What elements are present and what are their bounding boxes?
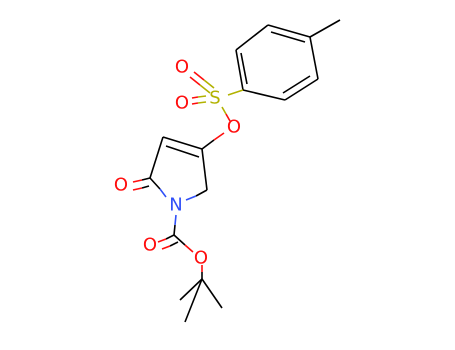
atom-label: O <box>175 57 189 78</box>
bond <box>169 241 179 247</box>
bond <box>284 78 319 101</box>
bond <box>141 185 150 189</box>
atom-label: O <box>194 248 208 269</box>
bond <box>189 76 201 86</box>
bond <box>213 132 225 141</box>
bond <box>184 244 194 253</box>
bond <box>157 238 167 243</box>
bond <box>149 177 161 190</box>
bond-methyl <box>309 19 341 38</box>
boc-group <box>157 214 223 323</box>
bond <box>201 139 215 150</box>
bond <box>199 84 211 94</box>
bond <box>141 177 151 181</box>
bond <box>173 224 176 236</box>
bond-double-inner <box>270 31 306 43</box>
bond <box>191 102 199 105</box>
bond <box>161 245 171 250</box>
atom-label: O <box>143 235 157 256</box>
bond <box>185 195 197 201</box>
bond <box>132 187 143 191</box>
bond <box>225 113 231 122</box>
toluene-ring <box>235 19 341 101</box>
bond <box>197 101 207 104</box>
bond <box>184 278 203 323</box>
bond-double-inner <box>282 75 311 94</box>
bond <box>227 89 244 96</box>
bond <box>201 278 223 309</box>
bond-double-inner <box>165 145 200 158</box>
atom-labels: O N O S O O O O <box>114 57 241 269</box>
bond <box>201 148 208 191</box>
bond <box>162 136 203 150</box>
bond <box>221 106 227 115</box>
bond <box>197 95 207 98</box>
bond <box>159 188 167 198</box>
bond <box>173 234 186 246</box>
atom-label: S <box>209 88 220 109</box>
bond <box>149 136 164 179</box>
bond-double-inner <box>240 52 248 85</box>
bond <box>267 24 311 38</box>
atom-label: N <box>169 195 182 216</box>
bond <box>235 49 244 91</box>
bond <box>195 189 208 197</box>
bond <box>235 24 269 51</box>
bond <box>179 278 203 301</box>
bond <box>242 89 286 101</box>
bond <box>191 96 199 99</box>
bond <box>309 36 319 80</box>
bond <box>174 214 177 226</box>
atom-label: O <box>227 117 241 138</box>
atom-label: O <box>114 175 128 196</box>
pyrrolinone-ring <box>132 132 225 201</box>
bond <box>165 234 175 240</box>
sulfonyl-group <box>189 71 244 122</box>
bond <box>132 179 143 183</box>
atom-label: O <box>175 93 189 114</box>
bond <box>193 71 205 81</box>
bond <box>203 79 215 89</box>
